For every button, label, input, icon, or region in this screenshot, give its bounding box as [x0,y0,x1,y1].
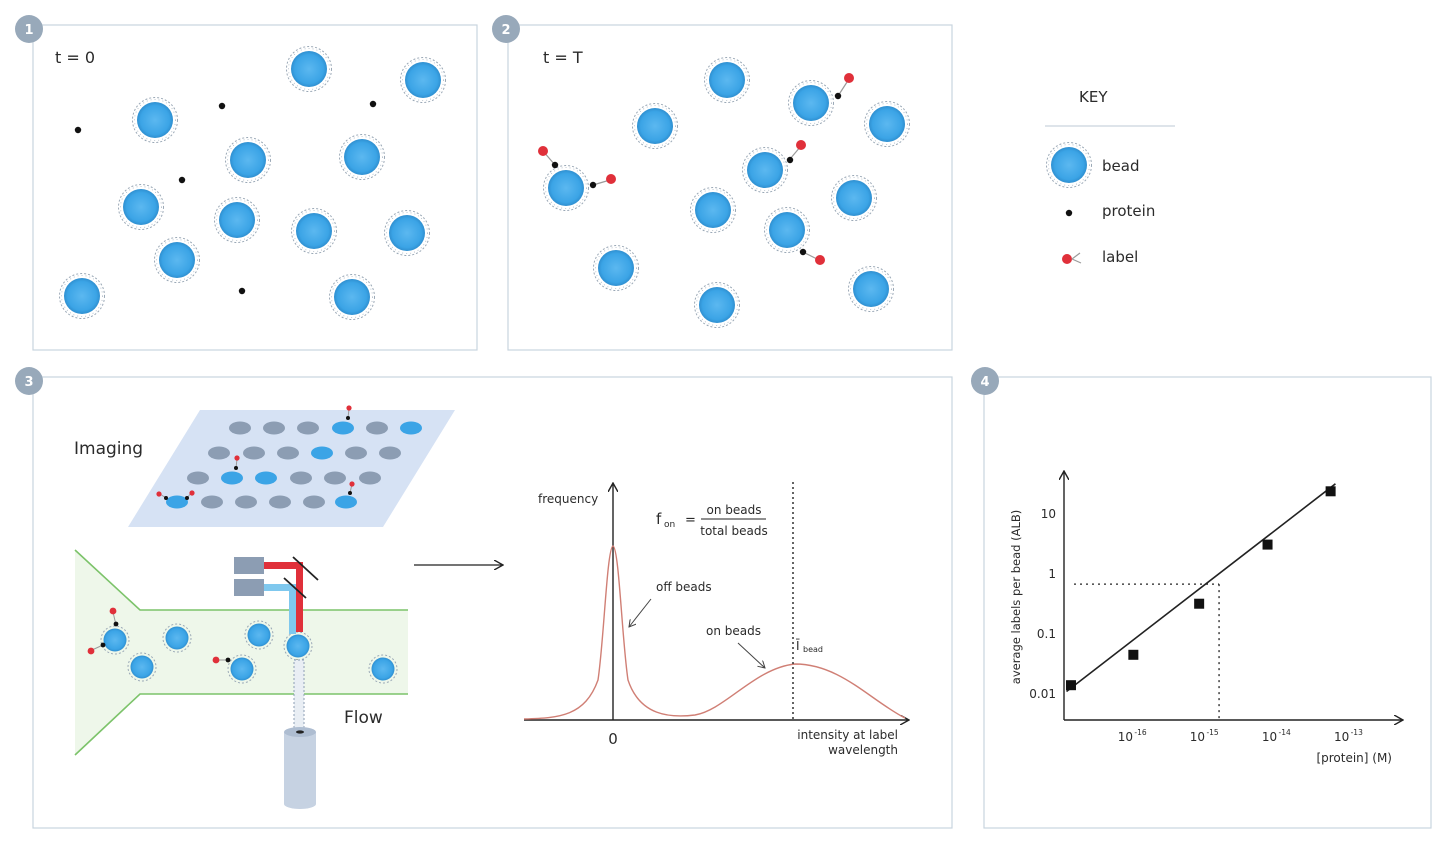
histogram: frequency 0 intensity at label wavelengt… [523,482,908,757]
panel-1-number: 1 [24,23,33,38]
alb-xtick-exp-1: -15 [1206,728,1218,737]
alb-data-point-4 [1325,486,1336,497]
formula-equals: = [685,513,696,528]
panel-1-proteins [74,100,377,295]
panel-4: 4 [protein] (M) average labels per bead … [971,367,1432,829]
key-label-label: label [1102,248,1138,266]
panel-4-frame [983,376,1432,829]
alb-xtick-1: 10 [1190,730,1205,744]
intensity-curve [523,545,906,720]
histogram-xlabel-2: wavelength [828,743,898,757]
formula-denominator: total beads [700,524,767,538]
off-beads-arrow [629,598,652,627]
histogram-ylabel: frequency [538,492,598,506]
alb-fit-line [1066,483,1336,693]
alb-xtick-exp-3: -13 [1351,728,1363,737]
panel-4-badge [971,367,999,395]
alb-chart: [protein] (M) average labels per bead (A… [1009,472,1402,765]
on-beads-arrow [737,642,765,668]
flow-label: Flow [344,708,383,728]
alb-xtick-2: 10 [1262,730,1277,744]
alb-ylabel: average labels per bead (ALB) [1009,510,1023,684]
key-label-icon [1062,252,1082,264]
alb-ytick-0: 0.01 [1029,687,1056,701]
ibead-symbol: Ī [796,639,800,653]
key-title: KEY [1079,88,1108,106]
key-protein-icon [1065,209,1073,217]
panel-4-number: 4 [980,375,989,390]
ibead-sub: bead [803,645,823,654]
flow-channel [74,549,408,756]
panel-2: 2 t = T [492,15,953,351]
panel-2-time-label: t = T [543,48,583,67]
panel-3-frame [32,376,953,829]
imaging-plate [128,405,455,527]
formula-lhs-sub: on [664,520,675,530]
alb-data-point-0 [1065,680,1076,691]
key: KEY bead protein label [1045,88,1175,266]
panel-2-badge [492,15,520,43]
alb-data-point-2 [1194,598,1205,609]
alb-xlabel: [protein] (M) [1316,751,1392,765]
off-beads-label: off beads [656,580,712,594]
formula-numerator: on beads [707,503,762,517]
alb-data-point-1 [1128,649,1139,660]
detector [284,659,316,809]
panel-1-badge [15,15,43,43]
key-bead-icon [1046,142,1092,188]
panel-1-time-label: t = 0 [55,48,95,67]
laser-optics [234,556,319,634]
histogram-zero: 0 [608,730,618,748]
panel-2-bound-labels [538,73,854,265]
panel-3-number: 3 [24,375,33,390]
alb-ytick-3: 10 [1041,507,1056,521]
panel-1-frame [32,24,478,351]
alb-ytick-1: 0.1 [1037,627,1056,641]
alb-xtick-0: 10 [1118,730,1133,744]
alb-ytick-2: 1 [1048,567,1056,581]
panel-3-badge [15,367,43,395]
key-bead-label: bead [1102,157,1139,175]
on-beads-label: on beads [706,624,761,638]
key-protein-label: protein [1102,202,1155,220]
formula-lhs: f [656,510,662,528]
panel-1: 1 t = 0 [15,15,478,351]
alb-xtick-3: 10 [1334,730,1349,744]
alb-xtick-exp-2: -14 [1279,728,1291,737]
panel-3: 3 Imaging [15,367,953,829]
panel-2-number: 2 [501,23,510,38]
imaging-label: Imaging [74,439,143,459]
histogram-xlabel-1: intensity at label [797,728,898,742]
alb-data-point-3 [1262,539,1273,550]
alb-xtick-exp-0: -16 [1134,728,1146,737]
